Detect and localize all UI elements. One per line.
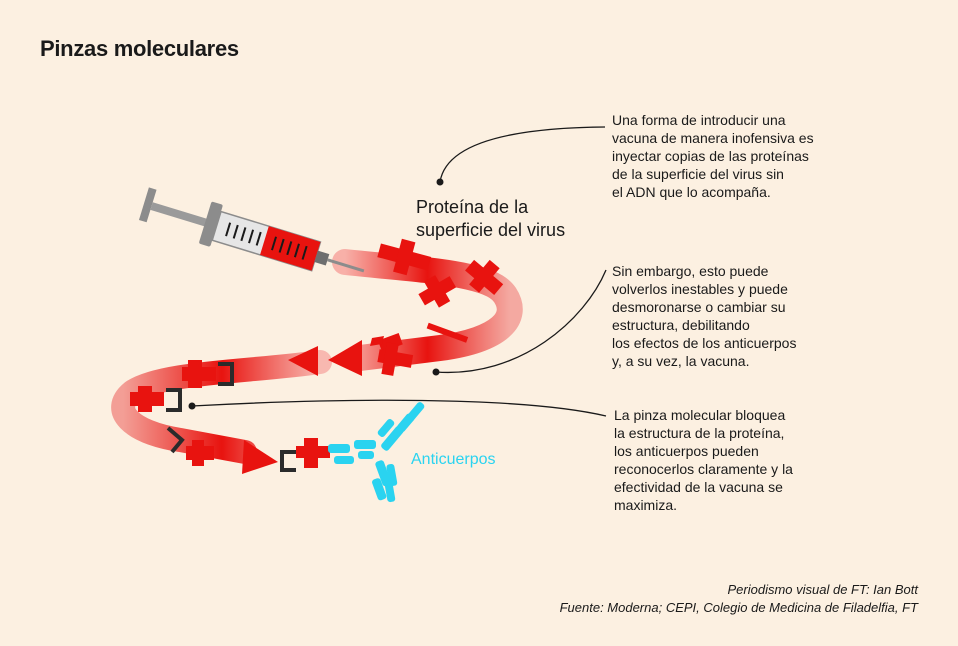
antibody-label: Anticuerpos <box>411 451 496 468</box>
note-line: reconocerlos claramente y la <box>614 461 793 477</box>
clamp-icon <box>166 362 296 472</box>
note-clamp: La pinza molecular bloquea la estructura… <box>614 406 793 514</box>
note-line: efectividad de la vacuna se <box>614 479 783 495</box>
ribbon-arrow-top <box>328 340 362 376</box>
note-line: la estructura de la proteína, <box>614 425 785 441</box>
credit-line: Periodismo visual de FT: Ian Bott <box>727 582 918 597</box>
note-line: vacuna de manera inofensiva es <box>612 130 814 146</box>
protein-icon <box>130 360 330 468</box>
antibody-icon <box>328 402 425 503</box>
ribbon-arrow-low <box>242 440 278 474</box>
source-line: Fuente: Moderna; CEPI, Colegio de Medici… <box>559 600 918 615</box>
note-line: el ADN que lo acompaña. <box>612 184 771 200</box>
callout-line-1 <box>439 126 606 183</box>
credits: Periodismo visual de FT: Ian Bott Fuente… <box>560 581 918 617</box>
callout-dots <box>188 178 444 410</box>
ribbon-arrow-mid <box>288 346 318 376</box>
callout-line-2 <box>435 269 607 374</box>
callout-line-3 <box>191 399 607 417</box>
note-line: La pinza molecular bloquea <box>614 407 786 423</box>
note-line: de la superficie del virus sin <box>612 166 784 182</box>
protein-icon <box>370 238 504 376</box>
protein-label-line: superficie del virus <box>416 220 566 240</box>
note-line: los efectos de los anticuerpos <box>612 335 797 351</box>
note-line: maximiza. <box>614 497 678 513</box>
page-title: Pinzas moleculares <box>40 36 239 61</box>
note-line: volverlos inestables y puede <box>612 281 788 297</box>
note-line: Una forma de introducir una <box>612 112 786 128</box>
callout-lines <box>191 126 607 417</box>
note-line: desmoronarse o cambiar su <box>612 299 786 315</box>
note-intro: Una forma de introducir una vacuna de ma… <box>612 111 814 201</box>
note-line: inyectar copias de las proteínas <box>612 148 809 164</box>
protein-label-line: Proteína de la <box>416 197 529 217</box>
protein-label: Proteína de la superficie del virus <box>416 196 565 242</box>
note-line: estructura, debilitando <box>612 317 750 333</box>
syringe-icon <box>138 187 365 273</box>
note-line: y, a su vez, la vacuna. <box>612 353 750 369</box>
note-line: Sin embargo, esto puede <box>612 263 769 279</box>
note-instability: Sin embargo, esto puede volverlos inesta… <box>612 262 796 370</box>
note-line: los anticuerpos pueden <box>614 443 759 459</box>
